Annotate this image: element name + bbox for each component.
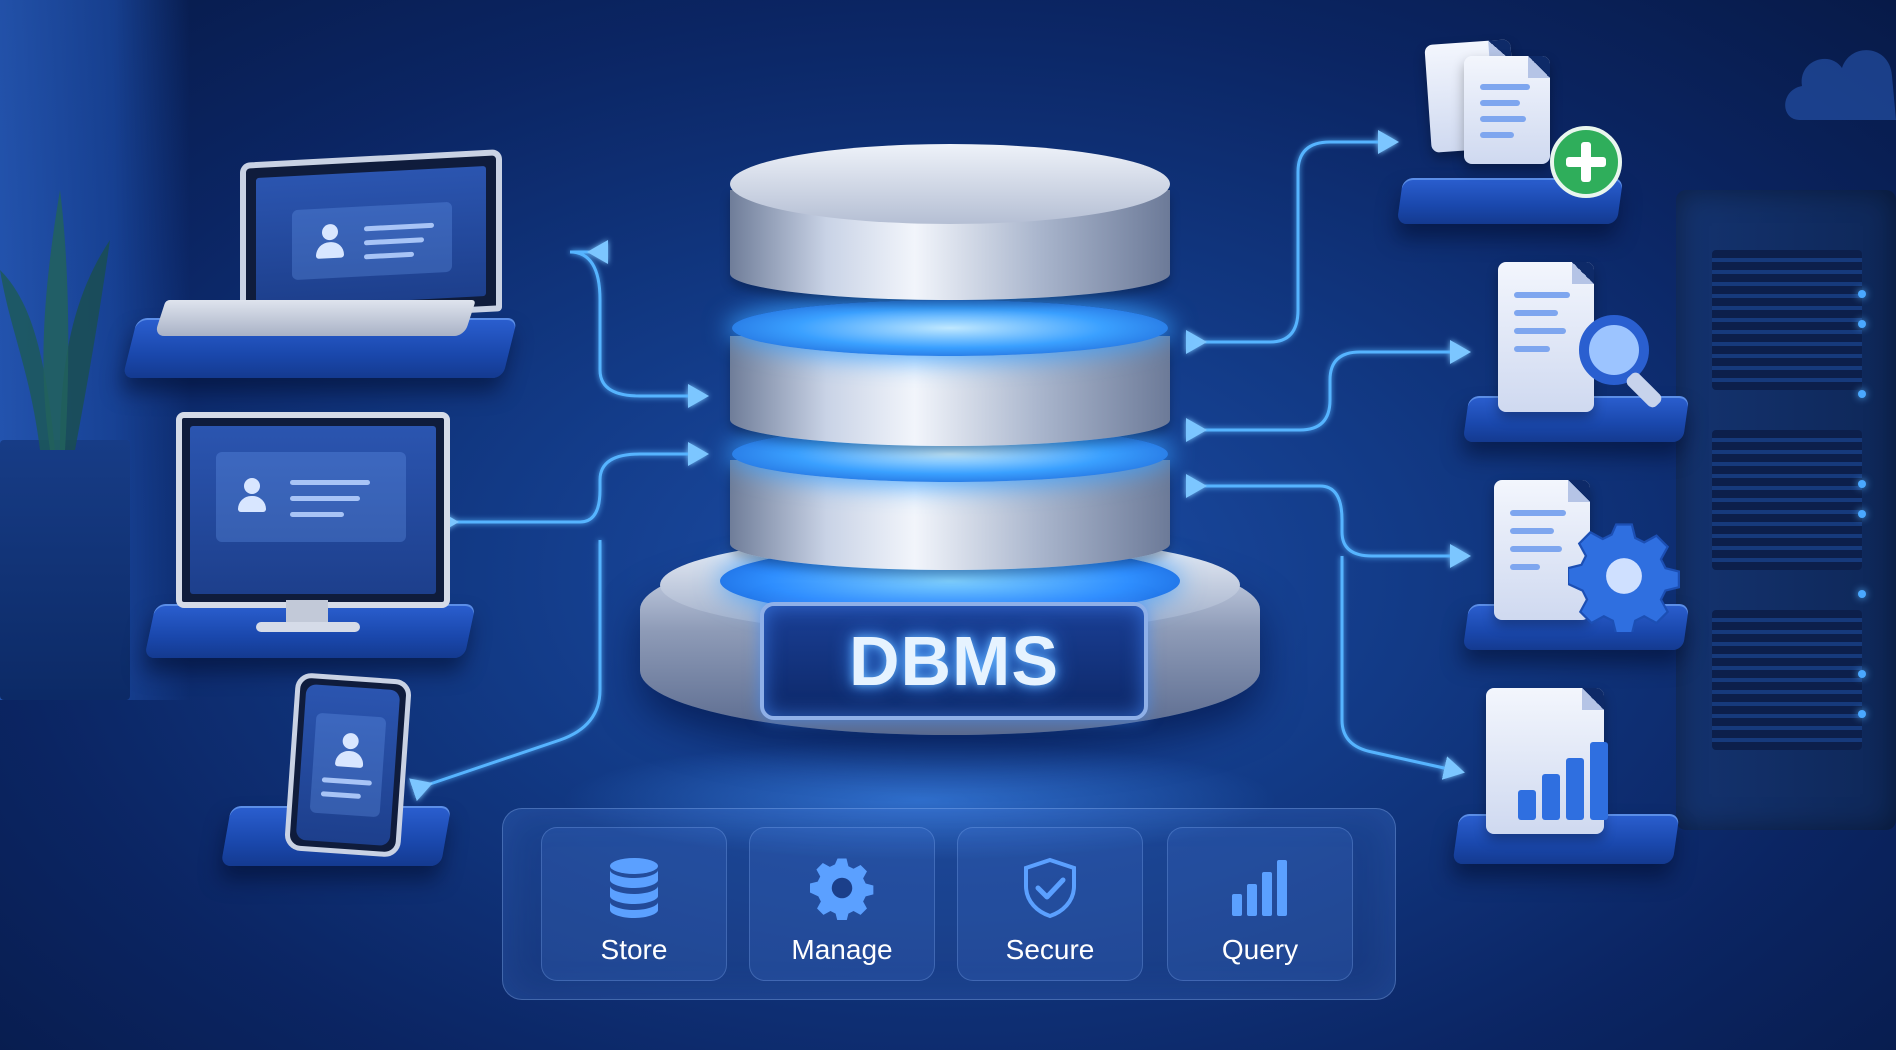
feature-store: Store — [541, 827, 727, 981]
monitor-foot — [256, 622, 360, 632]
feature-manage-label: Manage — [791, 934, 893, 965]
arrow-doc-settings — [1186, 474, 1471, 568]
plus-badge-icon — [1550, 126, 1622, 198]
database-cylinder: DBMS — [640, 130, 1260, 760]
smartphone-icon — [283, 672, 413, 858]
arrow-monitor — [438, 442, 709, 534]
arrow-doc-search — [1186, 340, 1471, 442]
desktop-monitor-icon — [176, 412, 450, 608]
database-icon — [610, 858, 658, 918]
bar-chart-icon — [1518, 742, 1608, 820]
background-cabinet — [0, 440, 130, 700]
dbms-label: DBMS — [848, 622, 1060, 700]
cloud-icon — [1785, 50, 1896, 120]
shield-check-icon — [1024, 857, 1076, 919]
gear-icon — [1568, 523, 1680, 632]
database-glow-ring-upper — [732, 300, 1168, 356]
laptop-keyboard — [154, 300, 476, 336]
bar-chart-icon — [1232, 860, 1287, 916]
database-top-cap — [730, 144, 1170, 224]
feature-query-label: Query — [1221, 934, 1299, 965]
feature-query: Query — [1167, 827, 1353, 981]
laptop-icon — [240, 149, 502, 325]
plant-icon — [0, 190, 110, 450]
feature-panel: Store Manage Secure Query — [502, 808, 1396, 1000]
feature-store-label: Store — [600, 934, 668, 965]
arrow-doc-chart — [1340, 556, 1465, 780]
feature-secure-label: Secure — [1005, 934, 1095, 965]
arrow-phone — [409, 540, 602, 802]
feature-manage: Manage — [749, 827, 935, 981]
dbms-label-plate: DBMS — [760, 602, 1148, 720]
gear-icon — [810, 858, 874, 920]
arrow-laptop — [569, 240, 709, 408]
magnifier-icon — [1579, 315, 1662, 408]
server-rack — [1676, 190, 1896, 830]
feature-secure: Secure — [957, 827, 1143, 981]
